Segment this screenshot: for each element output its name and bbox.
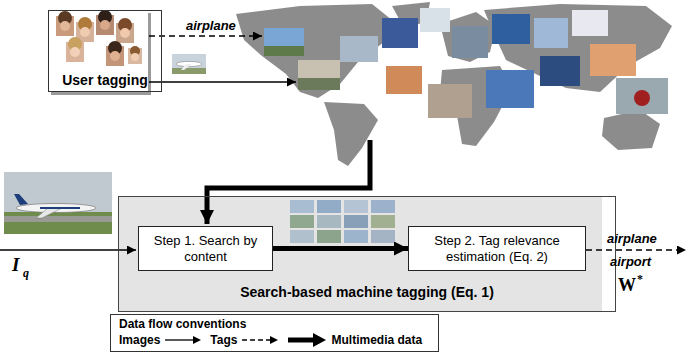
process-box: Step 1. Search by content	[138, 226, 273, 271]
map-photos-part	[386, 66, 422, 94]
tag-arrow	[149, 35, 262, 36]
map-photos-part	[298, 60, 340, 90]
query-arrow	[0, 249, 136, 250]
legend-sample-part	[193, 336, 201, 344]
legend-sample-part	[165, 339, 195, 340]
face-photos-part	[100, 20, 110, 30]
query-photo-part	[4, 216, 112, 222]
legend-item: Tags	[210, 333, 279, 347]
output-symbol: W	[618, 275, 636, 296]
retrieved-thumbnails-part	[317, 200, 341, 213]
retrieved-thumbnails-part	[371, 230, 395, 243]
map-photos-part	[382, 18, 418, 48]
retrieved-thumbnails-part	[290, 200, 314, 213]
node-text: Search-based machine tagging (Eq. 1)	[119, 284, 615, 300]
airplane-photo	[172, 54, 206, 74]
image-arrow	[149, 81, 296, 82]
map-photos-part	[298, 78, 340, 90]
retrieved-thumbnails-part	[344, 230, 368, 243]
legend-text: Tags	[210, 333, 237, 347]
face-photos-part	[110, 51, 120, 61]
retrieved-thumbnails-part	[290, 230, 314, 243]
query-photo-part	[14, 194, 28, 205]
query-photo-part	[36, 208, 62, 218]
node-text: Step 1. Search by content	[154, 233, 258, 264]
map-photos-part	[534, 18, 568, 48]
legend-heading: Data flow conventions	[119, 317, 430, 331]
world-map-part	[602, 110, 660, 150]
query-photo-part	[4, 172, 112, 234]
system-box: Search-based machine tagging (Eq. 1) Step…	[118, 196, 616, 312]
output-tag-arrow	[586, 249, 686, 250]
node-text: User tagging	[49, 72, 161, 88]
face-photos-part	[120, 28, 130, 38]
world-map-part	[236, 4, 392, 98]
face-photos-part	[60, 21, 70, 31]
output-superscript: *	[637, 272, 643, 287]
map-photos-part	[572, 10, 608, 36]
query-subscript: q	[23, 266, 29, 281]
legend-item: Images	[119, 333, 202, 347]
multimedia-arrow	[207, 140, 370, 224]
map-photos-part	[452, 26, 488, 58]
airplane-photo-part	[172, 54, 206, 74]
face-photos	[56, 10, 142, 66]
legend-sample-part	[242, 339, 272, 340]
retrieved-thumbnails-part	[371, 215, 395, 228]
multimedia-flow-arrow	[273, 246, 408, 251]
process-box: Step 2. Tag relevance estimation (Eq. 2)	[408, 226, 586, 271]
map-photos-part	[420, 8, 450, 32]
query-symbol: I	[12, 254, 19, 276]
legend-sample-part	[288, 338, 315, 343]
map-photos-part	[492, 14, 530, 44]
map-photos-part	[616, 78, 668, 114]
query-photo-part	[4, 212, 112, 234]
legend-heading-text: Data flow conventions	[119, 317, 246, 331]
map-photos-part	[428, 84, 472, 118]
legend-box: Data flow conventions Images Tags Multim…	[110, 314, 439, 352]
retrieved-thumbnails-part	[290, 215, 314, 228]
map-photos-part	[486, 70, 534, 108]
legend-row: Images Tags Multimedia data	[119, 333, 430, 347]
user-tagging-box: User tagging	[48, 10, 162, 92]
face-photos-part	[70, 47, 80, 57]
edge-group	[273, 248, 408, 249]
retrieved-thumbnails-part	[317, 230, 341, 243]
map-photos-part	[590, 44, 636, 76]
map-photos-part	[634, 90, 650, 106]
airplane-photo-part	[181, 64, 192, 70]
node-text: Step 2. Tag relevance estimation (Eq. 2)	[422, 233, 572, 264]
tag-label: airplane	[186, 18, 236, 33]
query-photo-part	[40, 207, 80, 209]
retrieved-thumbnails-part	[371, 200, 395, 213]
retrieved-thumbnails	[290, 200, 395, 243]
retrieved-thumbnails-part	[344, 200, 368, 213]
map-photos-part	[340, 36, 378, 62]
map-photos-part	[264, 28, 304, 56]
world-map	[236, 2, 672, 166]
face-photos-part	[131, 53, 139, 61]
legend-text: Multimedia data	[331, 333, 422, 347]
legend-item: Multimedia data	[287, 333, 422, 347]
retrieved-thumbnails-part	[317, 215, 341, 228]
airplane-photo-part	[172, 68, 206, 74]
map-photos-part	[540, 56, 580, 86]
legend-sample	[164, 334, 202, 346]
legend-sample-part	[313, 333, 326, 347]
tag-label: airplane	[607, 231, 657, 246]
query-photo	[4, 172, 112, 234]
face-photos-part	[80, 27, 90, 37]
legend-text: Images	[119, 333, 160, 347]
legend-sample	[241, 334, 279, 346]
map-photos	[264, 8, 668, 118]
legend-sample-part	[270, 336, 278, 344]
map-photos-part	[264, 46, 304, 56]
tag-label: airport	[610, 254, 651, 269]
legend-sample	[287, 333, 327, 347]
retrieved-thumbnails-part	[344, 215, 368, 228]
